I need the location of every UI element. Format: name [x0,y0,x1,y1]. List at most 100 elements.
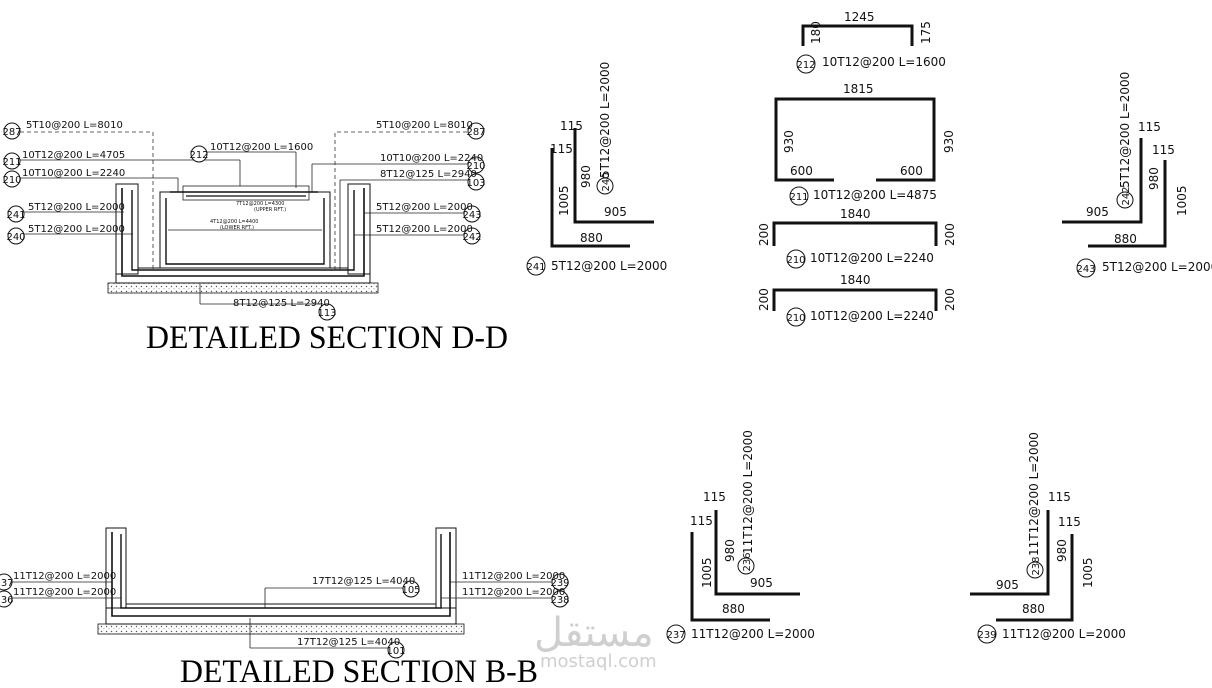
right-wall-bb [435,527,457,609]
dim-text: 1005 [1081,557,1095,588]
dim-text: 980 [723,539,737,562]
blinding-layer-dd [107,282,379,294]
callout-241-left: 241 5T12@200 L=2000 [6,202,125,223]
bar-tag: 212 [796,60,815,71]
bar-label: 10T12@200 L=2240 [810,309,934,323]
rebar-inner-dd [131,190,355,271]
bar-243-shape [1088,160,1167,248]
bar-shape-212: 1245 180 175 212 10T12@200 L=1600 [796,10,946,74]
callout-211-left: 211 10T12@200 L=4705 [2,150,125,170]
callout-212-top: 212 10T12@200 L=1600 [189,142,313,163]
callout-236-left: 236 11T12@200 L=2000 [0,587,116,608]
rebar-box-dd [165,198,325,265]
bar-tag: 242 [1121,186,1132,205]
dim-text: 880 [580,231,603,245]
callout-label: 5T12@200 L=2000 [28,224,125,235]
dim-text: 115 [560,119,583,133]
dim-text: 1245 [844,10,875,24]
bar-tag-bubble [1026,561,1044,579]
dim-text: 905 [604,205,627,219]
callout-237-left: 237 11T12@200 L=2000 [0,571,116,591]
bar-label: 11T12@200 L=2000 [691,627,815,641]
bar-tag: 239 [977,630,996,641]
callout-243-right: 243 5T12@200 L=2000 [376,202,482,223]
dim-text: 1005 [1175,185,1189,216]
bar-label: 10T12@200 L=2240 [810,251,934,265]
bar-tag-bubble [1076,258,1096,278]
callout-240-left: 240 5T12@200 L=2000 [6,224,125,245]
callout-label: 17T12@125 L=4040 [297,637,400,648]
dim-text: 115 [1048,490,1071,504]
bar-shape-243-242: 115 115 1005 880 980 905 242 5T12@200 L=… [1062,72,1212,278]
dim-text: 600 [900,164,923,178]
bar-tag-bubble [666,624,686,644]
bar-shape-210a: 1840 200 200 210 10T12@200 L=2240 [757,207,957,269]
callout-tag: 287 [2,127,21,138]
section-title-dd: DETAILED SECTION D-D [146,320,508,356]
dim-text: 115 [1152,143,1175,157]
callout-label: 10T10@200 L=2240 [22,168,125,179]
bar-label: 11T12@200 L=2000 [741,430,755,554]
callout-287-right: 287 5T10@200 L=8010 [376,120,486,140]
bar-tag-bubble [1116,191,1134,209]
dim-text: 930 [782,130,796,153]
dim-text: 905 [1086,205,1109,219]
dim-text: 200 [757,288,771,311]
dim-text: 1005 [700,557,714,588]
callout-tag: 239 [550,578,569,589]
callout-103-right: 103 8T12@125 L=2940 [380,169,486,191]
callout-label: 11T12@200 L=2000 [462,571,565,582]
callout-105: 105 17T12@125 L=4040 [312,576,421,598]
bar-label: 11T12@200 L=2000 [1002,627,1126,641]
bar-shape-211: 1815 930 930 600 600 211 10T12@200 L=487… [774,82,956,206]
bar-210b-shape [772,288,938,311]
watermark-arabic: مستقل [534,610,654,656]
dim-text: 115 [690,514,713,528]
bar-tag-bubble [526,256,546,276]
dim-text: 200 [757,223,771,246]
callout-210-right: 210 10T10@200 L=2240 [380,153,486,174]
right-wall-dd [347,183,371,275]
dashed-bar-right-dd [334,131,474,270]
bar-tag: 240 [601,172,612,191]
dim-text: 880 [722,602,745,616]
callout-label: 8T12@125 L=2940 [380,169,477,180]
callout-label: 11T12@200 L=2000 [462,587,565,598]
callout-210-left: 210 10T10@200 L=2240 [2,168,125,188]
bar-shape-241-240: 115 115 1005 880 980 905 240 5T12@200 L=… [526,62,667,276]
callout-tag: 113 [317,308,336,319]
bar-tag: 210 [786,313,805,324]
bar-label: 11T12@200 L=2000 [1027,432,1041,556]
rebar-inner-bb [120,534,442,609]
dim-text: 200 [943,288,957,311]
bar-label: 5T12@200 L=2000 [598,62,612,178]
dim-text: 115 [550,142,573,156]
dim-text: 930 [942,130,956,153]
bar-239-shape [996,534,1074,622]
bar-242-shape [1062,138,1143,224]
callout-tag: 287 [466,127,485,138]
dim-text: 1840 [840,273,871,287]
callout-label: 5T10@200 L=8010 [376,120,473,131]
callout-tag: 101 [386,646,405,657]
bar-tag: 236 [742,552,753,571]
bar-tag-bubble [786,249,806,269]
bar-label: 5T12@200 L=2000 [1102,260,1212,274]
callout-label: 10T12@200 L=4705 [22,150,125,161]
callout-238-right: 238 11T12@200 L=2000 [462,587,570,608]
callout-tag: 242 [462,232,481,243]
callout-242-right: 242 5T12@200 L=2000 [376,224,482,245]
bar-tag: 237 [666,630,685,641]
bar-238-shape [970,510,1050,596]
bar-236-shape [714,510,800,596]
bar-211-shape [774,97,936,182]
watermark-latin: mostaql.com [540,651,657,672]
section-bb: 237 11T12@200 L=2000 236 11T12@200 L=200… [0,527,570,688]
bar-tag: 243 [1076,264,1095,275]
callout-tag: 210 [466,161,485,172]
callout-label: 10T12@200 L=1600 [210,142,313,153]
bar-label: 10T12@200 L=1600 [822,55,946,69]
dim-text: 115 [1058,515,1081,529]
callout-tag: 105 [401,585,420,596]
